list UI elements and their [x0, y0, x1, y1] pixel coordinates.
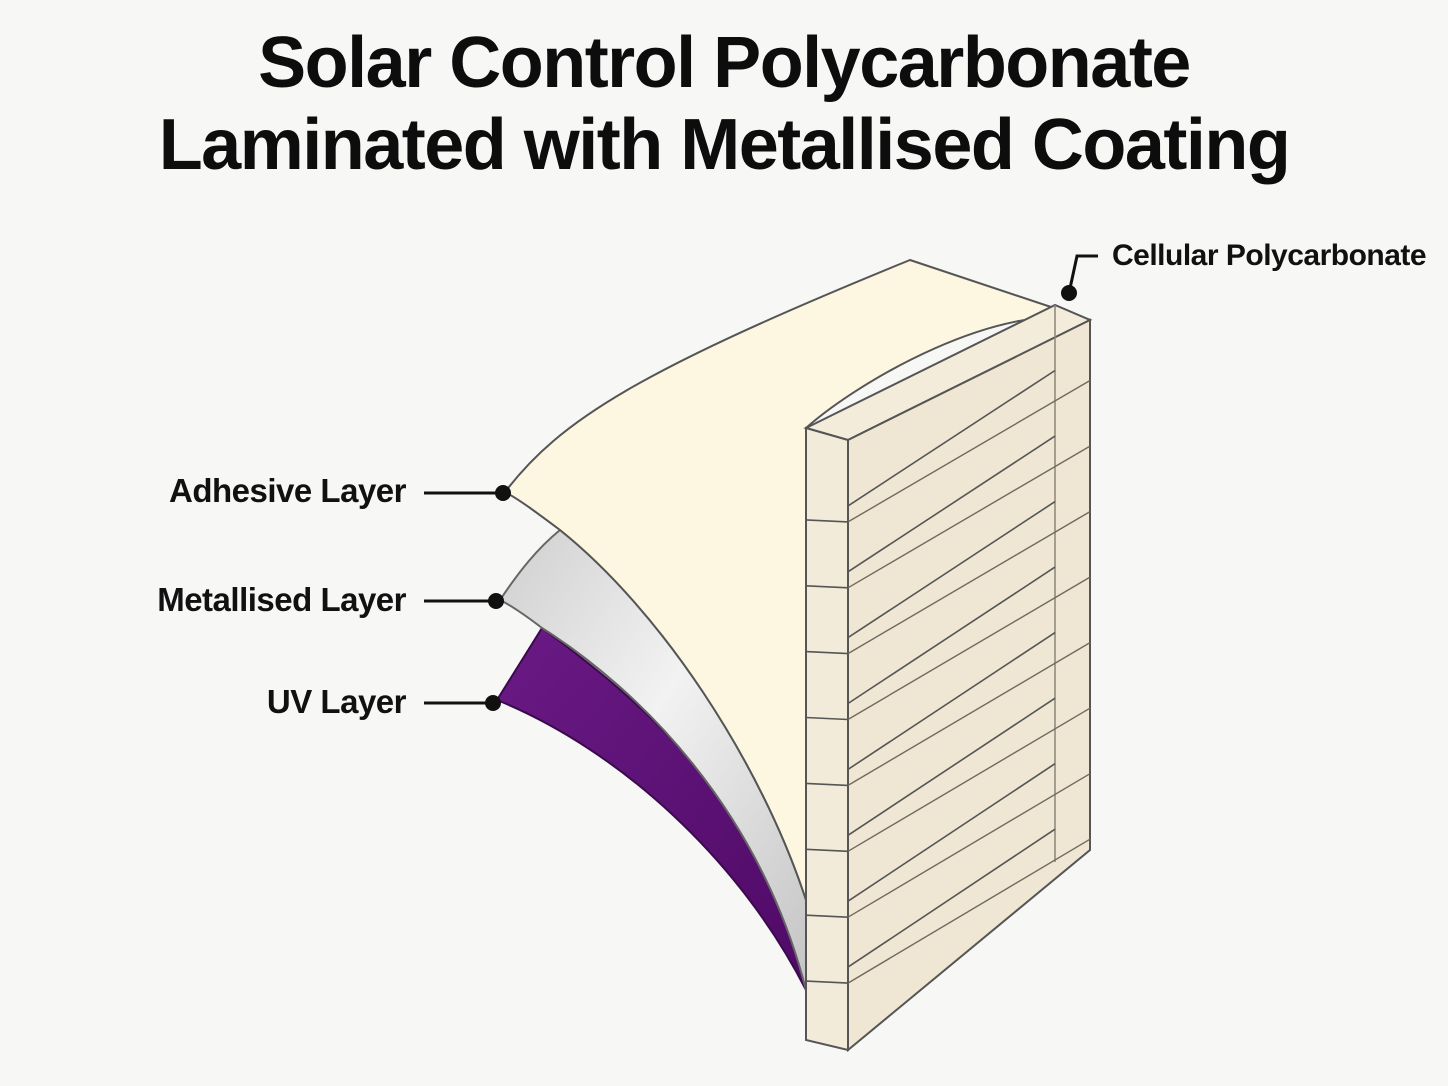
- channel-wall-line: [847, 445, 1091, 589]
- channel-front-tick: [805, 519, 849, 523]
- channel-rib-line: [847, 566, 1056, 705]
- channel-rib-line: [847, 828, 1056, 968]
- channel-rib-line: [847, 500, 1056, 639]
- adhesive-layer-label: Adhesive Layer: [169, 472, 406, 509]
- diagram-title: Solar Control Polycarbonate Laminated wi…: [0, 22, 1448, 186]
- channel-wall-line: [847, 773, 1091, 918]
- channel-front-tick: [805, 782, 849, 787]
- channel-rib-line: [847, 763, 1056, 902]
- channel-rib-line: [847, 697, 1056, 836]
- channel-rib-line: [847, 631, 1056, 771]
- metallised-leader-dot: [488, 593, 504, 609]
- panel-front-face: [805, 426, 849, 1052]
- adhesive-layer-shape: [503, 258, 1091, 901]
- channel-front-tick: [805, 650, 849, 655]
- channel-front-tick: [805, 914, 849, 918]
- channel-rib-line: [847, 369, 1056, 507]
- channel-wall-line: [847, 576, 1091, 721]
- channel-front-tick: [805, 848, 849, 853]
- channel-front-tick: [805, 716, 849, 721]
- channel-front-tick: [805, 980, 849, 984]
- cellular-polycarbonate-label: Cellular Polycarbonate: [1112, 239, 1427, 272]
- cellular-leader-line: [1067, 254, 1098, 294]
- callout-leaders: [424, 254, 1098, 711]
- channel-wall-line: [847, 510, 1091, 655]
- panel-side-face: [847, 318, 1091, 1053]
- channel-wall-line: [847, 838, 1091, 984]
- cellular-polycarbonate-panel: [803, 303, 1093, 1053]
- channel-wall-line: [847, 707, 1091, 852]
- channel-front-tick: [805, 585, 849, 589]
- uv-layer-label: UV Layer: [266, 683, 407, 720]
- panel-channel-lines: [805, 369, 1091, 984]
- metallised-layer-label: Metallised Layer: [157, 581, 406, 618]
- channel-rib-line: [847, 435, 1056, 573]
- channel-wall-line: [847, 641, 1091, 787]
- title-line-2: Laminated with Metallised Coating: [158, 105, 1291, 185]
- cellular-leader-dot: [1061, 285, 1077, 301]
- channel-wall-line: [847, 379, 1091, 523]
- title-line-1: Solar Control Polycarbonate: [258, 23, 1191, 103]
- adhesive-leader-dot: [495, 485, 511, 501]
- uv-leader-dot: [485, 695, 501, 711]
